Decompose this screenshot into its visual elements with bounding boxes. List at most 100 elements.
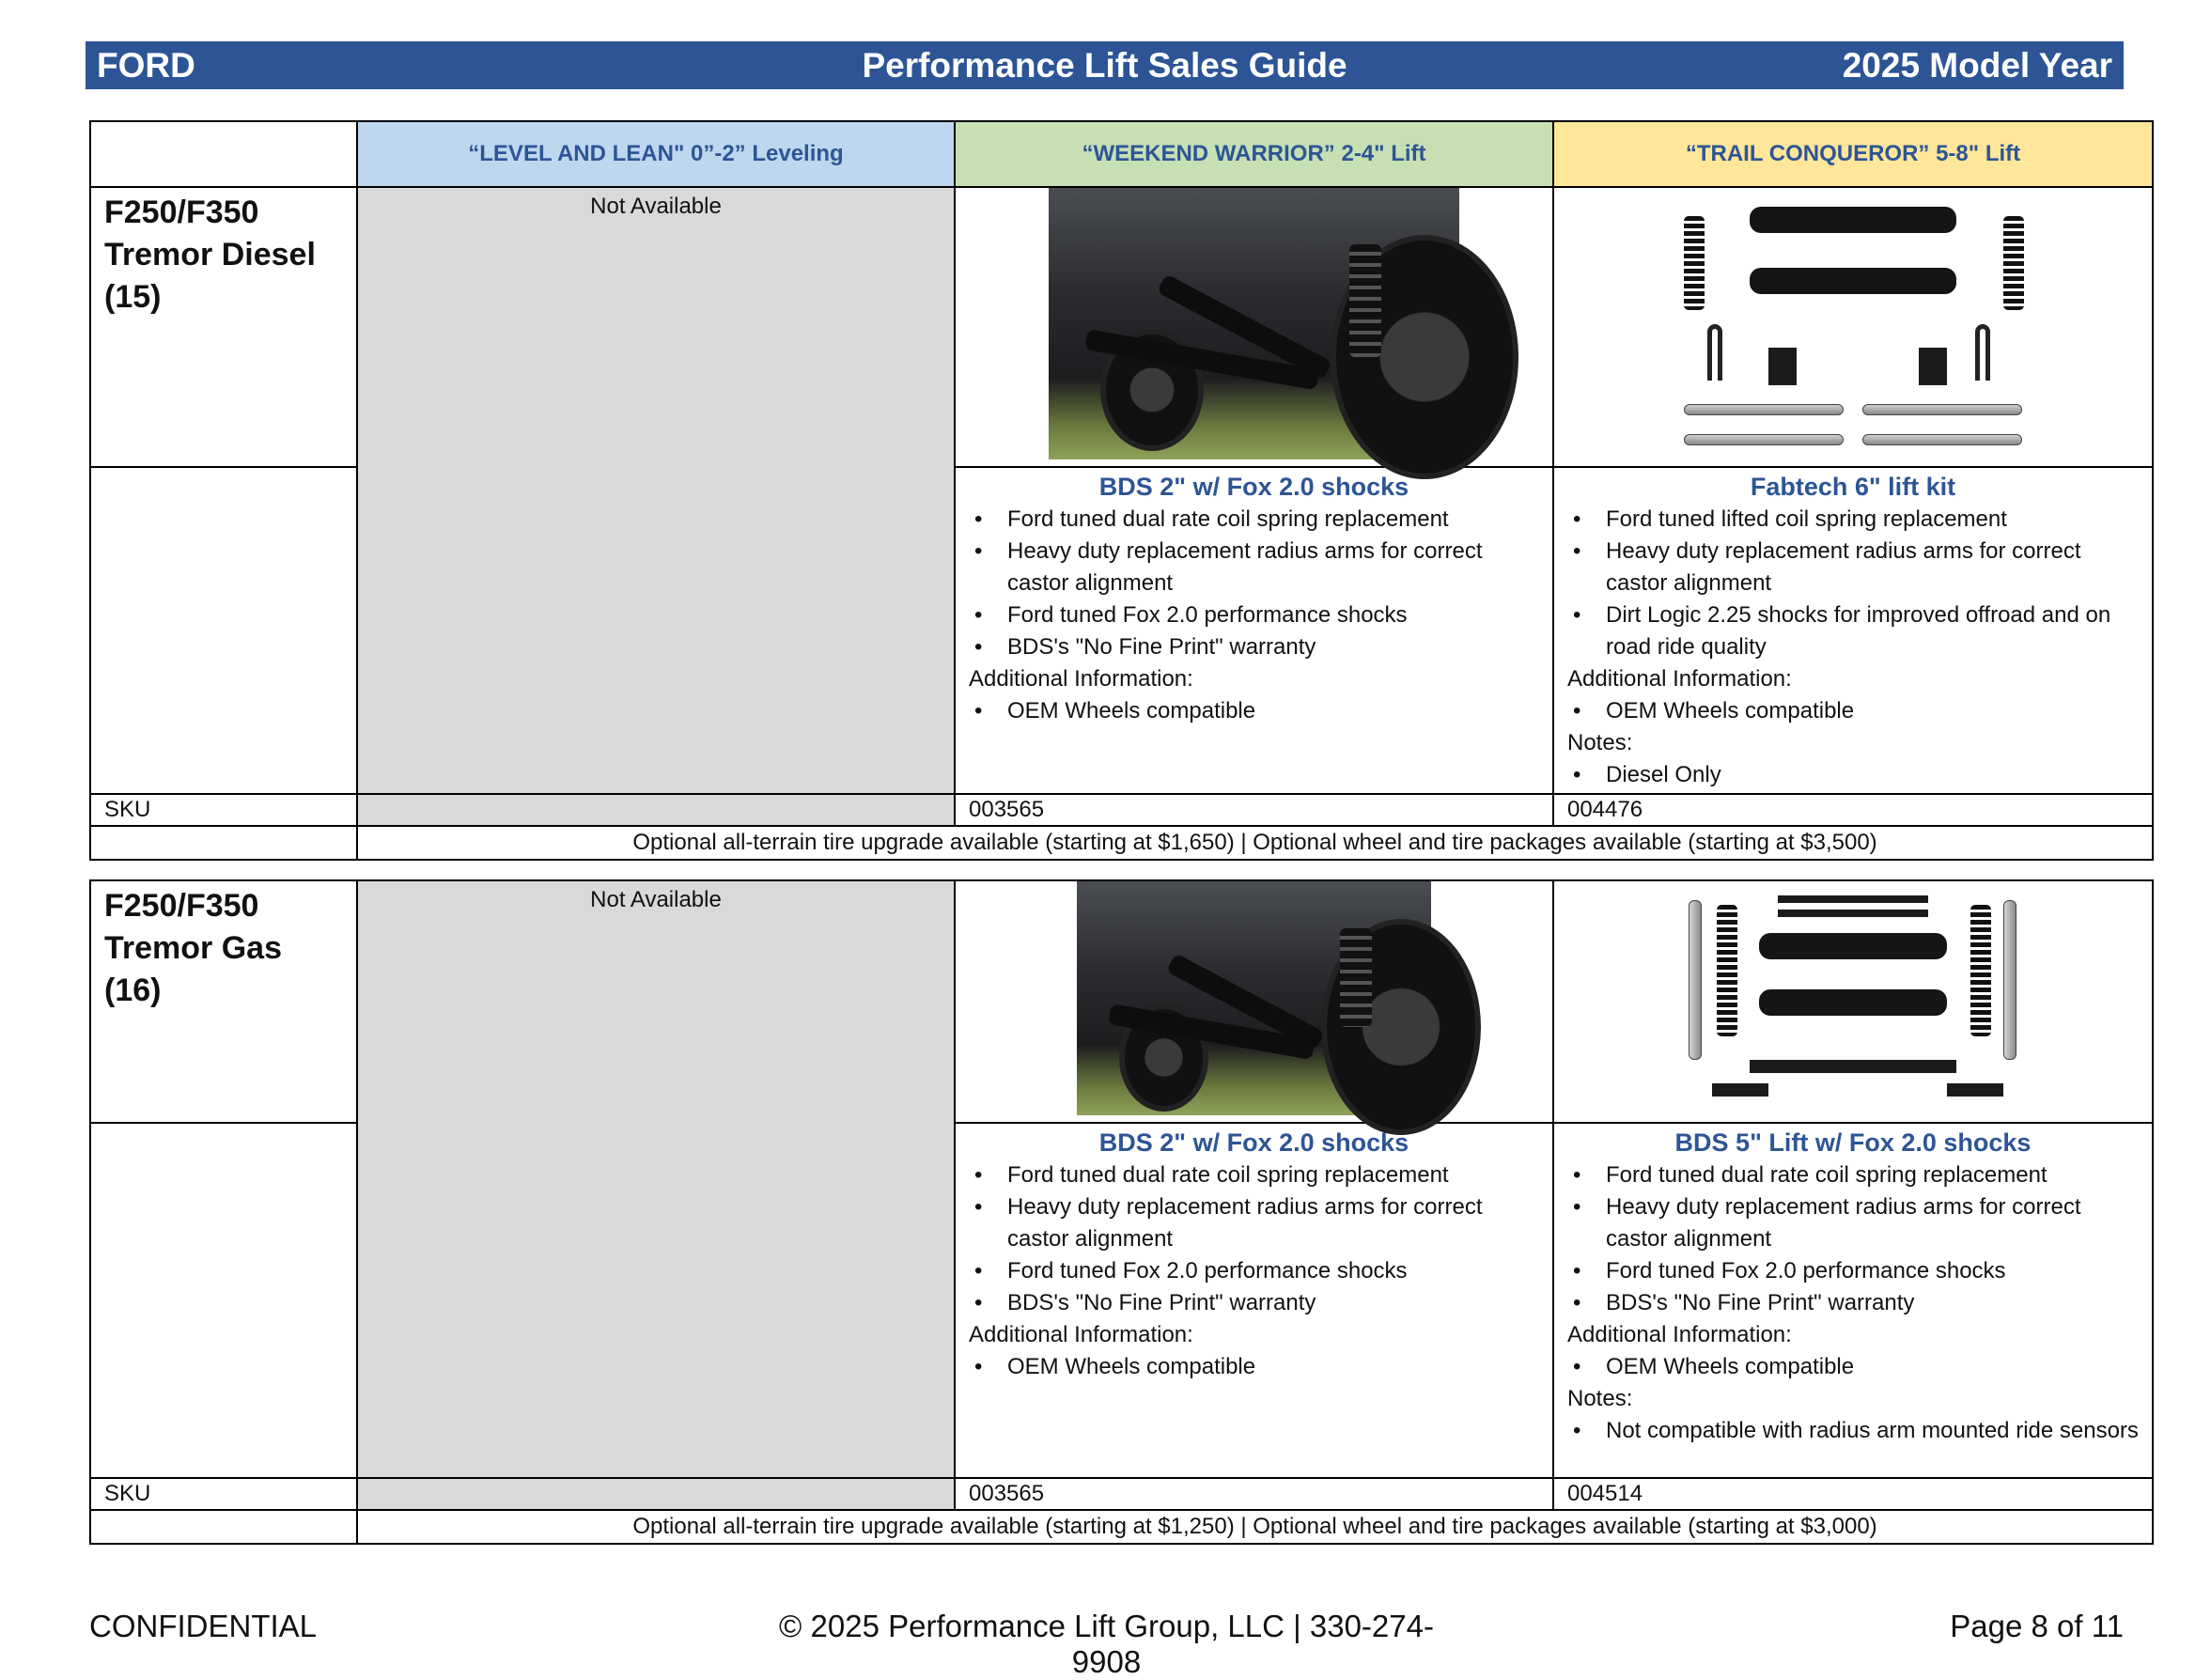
additional-item: OEM Wheels compatible bbox=[969, 1351, 1539, 1383]
vehicle-name: F250/F350 Tremor Diesel (15) bbox=[89, 186, 358, 468]
feature-item: Ford tuned dual rate coil spring replace… bbox=[1567, 1159, 2139, 1191]
trail-description: Fabtech 6" lift kit Ford tuned lifted co… bbox=[1552, 466, 2154, 795]
sku-level-empty bbox=[356, 1477, 956, 1511]
feature-item: Ford tuned dual rate coil spring replace… bbox=[969, 1159, 1539, 1191]
copyright-text: © 2025 Performance Lift Group, LLC | 330… bbox=[779, 1609, 1434, 1679]
sku-trail: 004514 bbox=[1552, 1477, 2154, 1511]
suspension-photo bbox=[1049, 188, 1518, 479]
coil-spring-shape bbox=[1340, 928, 1372, 1027]
feature-item: Ford tuned lifted coil spring replacemen… bbox=[1567, 504, 2139, 536]
radius-arm-shape bbox=[1750, 207, 1956, 233]
feature-item: Heavy duty replacement radius arms for c… bbox=[1567, 536, 2139, 599]
radius-arm-shape bbox=[1750, 268, 1956, 294]
notes-list: Not compatible with radius arm mounted r… bbox=[1567, 1415, 2139, 1447]
additional-list: OEM Wheels compatible bbox=[1567, 1351, 2139, 1383]
brand-label: FORD bbox=[97, 45, 195, 85]
feature-list: Ford tuned dual rate coil spring replace… bbox=[969, 504, 1539, 663]
sku-weekend: 003565 bbox=[954, 1477, 1554, 1511]
vehicle-table-2: F250/F350 Tremor Gas (16) Not Available bbox=[89, 879, 2154, 1545]
empty-label-cell bbox=[89, 1122, 358, 1479]
level-not-available: Not Available bbox=[356, 879, 956, 1479]
vehicle-name-line: (16) bbox=[104, 972, 162, 1008]
additional-item: OEM Wheels compatible bbox=[969, 695, 1539, 727]
bracket-shape bbox=[1712, 1083, 1768, 1097]
vehicle-name-line: Tremor Gas bbox=[104, 930, 282, 966]
not-available-text: Not Available bbox=[590, 887, 722, 912]
feature-list: Ford tuned dual rate coil spring replace… bbox=[1567, 1159, 2139, 1319]
sku-row: SKU 003565 004476 bbox=[89, 793, 2154, 827]
feature-item: Heavy duty replacement radius arms for c… bbox=[969, 536, 1539, 599]
vehicle-name: F250/F350 Tremor Gas (16) bbox=[89, 879, 358, 1124]
sku-label: SKU bbox=[89, 793, 358, 827]
additional-info-label: Additional Information: bbox=[1567, 1322, 1792, 1347]
empty-label-cell bbox=[89, 466, 358, 795]
description-row: BDS 2" w/ Fox 2.0 shocks Ford tuned dual… bbox=[89, 1122, 2154, 1479]
shock-shape bbox=[2003, 900, 2016, 1060]
optional-row: Optional all-terrain tire upgrade availa… bbox=[89, 1509, 2154, 1545]
additional-info-label: Additional Information: bbox=[1567, 666, 1792, 692]
note-item: Not compatible with radius arm mounted r… bbox=[1567, 1415, 2139, 1447]
column-header-level: “LEVEL AND LEAN" 0”-2” Leveling bbox=[356, 120, 956, 188]
sku-weekend: 003565 bbox=[954, 793, 1554, 827]
optional-blank bbox=[89, 825, 358, 861]
radius-arm-shape bbox=[1759, 989, 1947, 1016]
additional-info-label: Additional Information: bbox=[969, 666, 1193, 692]
trail-description: BDS 5" Lift w/ Fox 2.0 shocks Ford tuned… bbox=[1552, 1122, 2154, 1479]
optional-blank bbox=[89, 1509, 358, 1545]
weekend-image-cell bbox=[954, 186, 1554, 479]
bracket-shape bbox=[1750, 1060, 1956, 1073]
bracket-shape bbox=[1947, 1083, 2003, 1097]
notes-label: Notes: bbox=[1567, 730, 1633, 755]
feature-item: Heavy duty replacement radius arms for c… bbox=[969, 1191, 1539, 1255]
radius-arm-shape bbox=[1759, 933, 1947, 959]
coil-spring-shape bbox=[1349, 244, 1381, 357]
shock-shape bbox=[1862, 434, 2022, 445]
column-header-row: “LEVEL AND LEAN" 0”-2” Leveling “WEEKEND… bbox=[89, 120, 2154, 188]
additional-list: OEM Wheels compatible bbox=[1567, 695, 2139, 727]
trail-image-cell bbox=[1552, 186, 2154, 468]
description-row: BDS 2" w/ Fox 2.0 shocks Ford tuned dual… bbox=[89, 466, 2154, 795]
kit-title: BDS 2" w/ Fox 2.0 shocks bbox=[1098, 473, 1409, 501]
feature-item: BDS's "No Fine Print" warranty bbox=[1567, 1287, 2139, 1319]
feature-item: Ford tuned dual rate coil spring replace… bbox=[969, 504, 1539, 536]
weekend-description: BDS 2" w/ Fox 2.0 shocks Ford tuned dual… bbox=[954, 466, 1554, 795]
header-blank-cell bbox=[89, 120, 358, 188]
bracket-shape bbox=[1778, 910, 1928, 917]
additional-list: OEM Wheels compatible bbox=[969, 695, 1539, 727]
level-not-available: Not Available bbox=[356, 186, 956, 795]
bracket-shape bbox=[1919, 348, 1947, 385]
suspension-photo bbox=[1077, 881, 1481, 1135]
vehicle-name-line: Tremor Diesel bbox=[104, 237, 316, 272]
feature-item: Ford tuned Fox 2.0 performance shocks bbox=[969, 599, 1539, 631]
image-row: F250/F350 Tremor Diesel (15) Not Availab… bbox=[89, 186, 2154, 795]
title-bar: FORD Performance Lift Sales Guide 2025 M… bbox=[86, 41, 2124, 89]
kit-title: BDS 2" w/ Fox 2.0 shocks bbox=[1098, 1128, 1409, 1157]
vehicle-name-line: (15) bbox=[104, 279, 162, 315]
u-bolt-shape bbox=[1707, 324, 1722, 381]
guide-title: Performance Lift Sales Guide bbox=[862, 45, 1347, 85]
model-year: 2025 Model Year bbox=[1842, 45, 2112, 85]
column-header-weekend: “WEEKEND WARRIOR” 2-4" Lift bbox=[954, 120, 1554, 188]
shock-shape bbox=[1684, 404, 1844, 415]
additional-item: OEM Wheels compatible bbox=[1567, 1351, 2139, 1383]
vehicle-table-1: “LEVEL AND LEAN" 0”-2” Leveling “WEEKEND… bbox=[89, 120, 2154, 861]
kit-title: Fabtech 6" lift kit bbox=[1750, 473, 1956, 501]
sku-label: SKU bbox=[89, 1477, 358, 1511]
optional-upgrade-text: Optional all-terrain tire upgrade availa… bbox=[356, 825, 2154, 861]
optional-row: Optional all-terrain tire upgrade availa… bbox=[89, 825, 2154, 861]
feature-item: Ford tuned Fox 2.0 performance shocks bbox=[969, 1255, 1539, 1287]
bracket-shape bbox=[1768, 348, 1797, 385]
feature-item: BDS's "No Fine Print" warranty bbox=[969, 631, 1539, 663]
lift-kit-photo bbox=[1665, 188, 2041, 459]
weekend-image-cell bbox=[954, 879, 1554, 1135]
u-bolt-shape bbox=[1975, 324, 1990, 381]
sku-trail: 004476 bbox=[1552, 793, 2154, 827]
coil-spring-shape bbox=[1684, 216, 1705, 310]
feature-list: Ford tuned dual rate coil spring replace… bbox=[969, 1159, 1539, 1319]
lift-kit-photo bbox=[1674, 881, 2032, 1115]
notes-list: Diesel Only bbox=[1567, 759, 2139, 791]
additional-list: OEM Wheels compatible bbox=[969, 1351, 1539, 1383]
coil-spring-shape bbox=[2003, 216, 2024, 310]
feature-item: Dirt Logic 2.25 shocks for improved offr… bbox=[1567, 599, 2139, 663]
image-row: F250/F350 Tremor Gas (16) Not Available bbox=[89, 879, 2154, 1479]
